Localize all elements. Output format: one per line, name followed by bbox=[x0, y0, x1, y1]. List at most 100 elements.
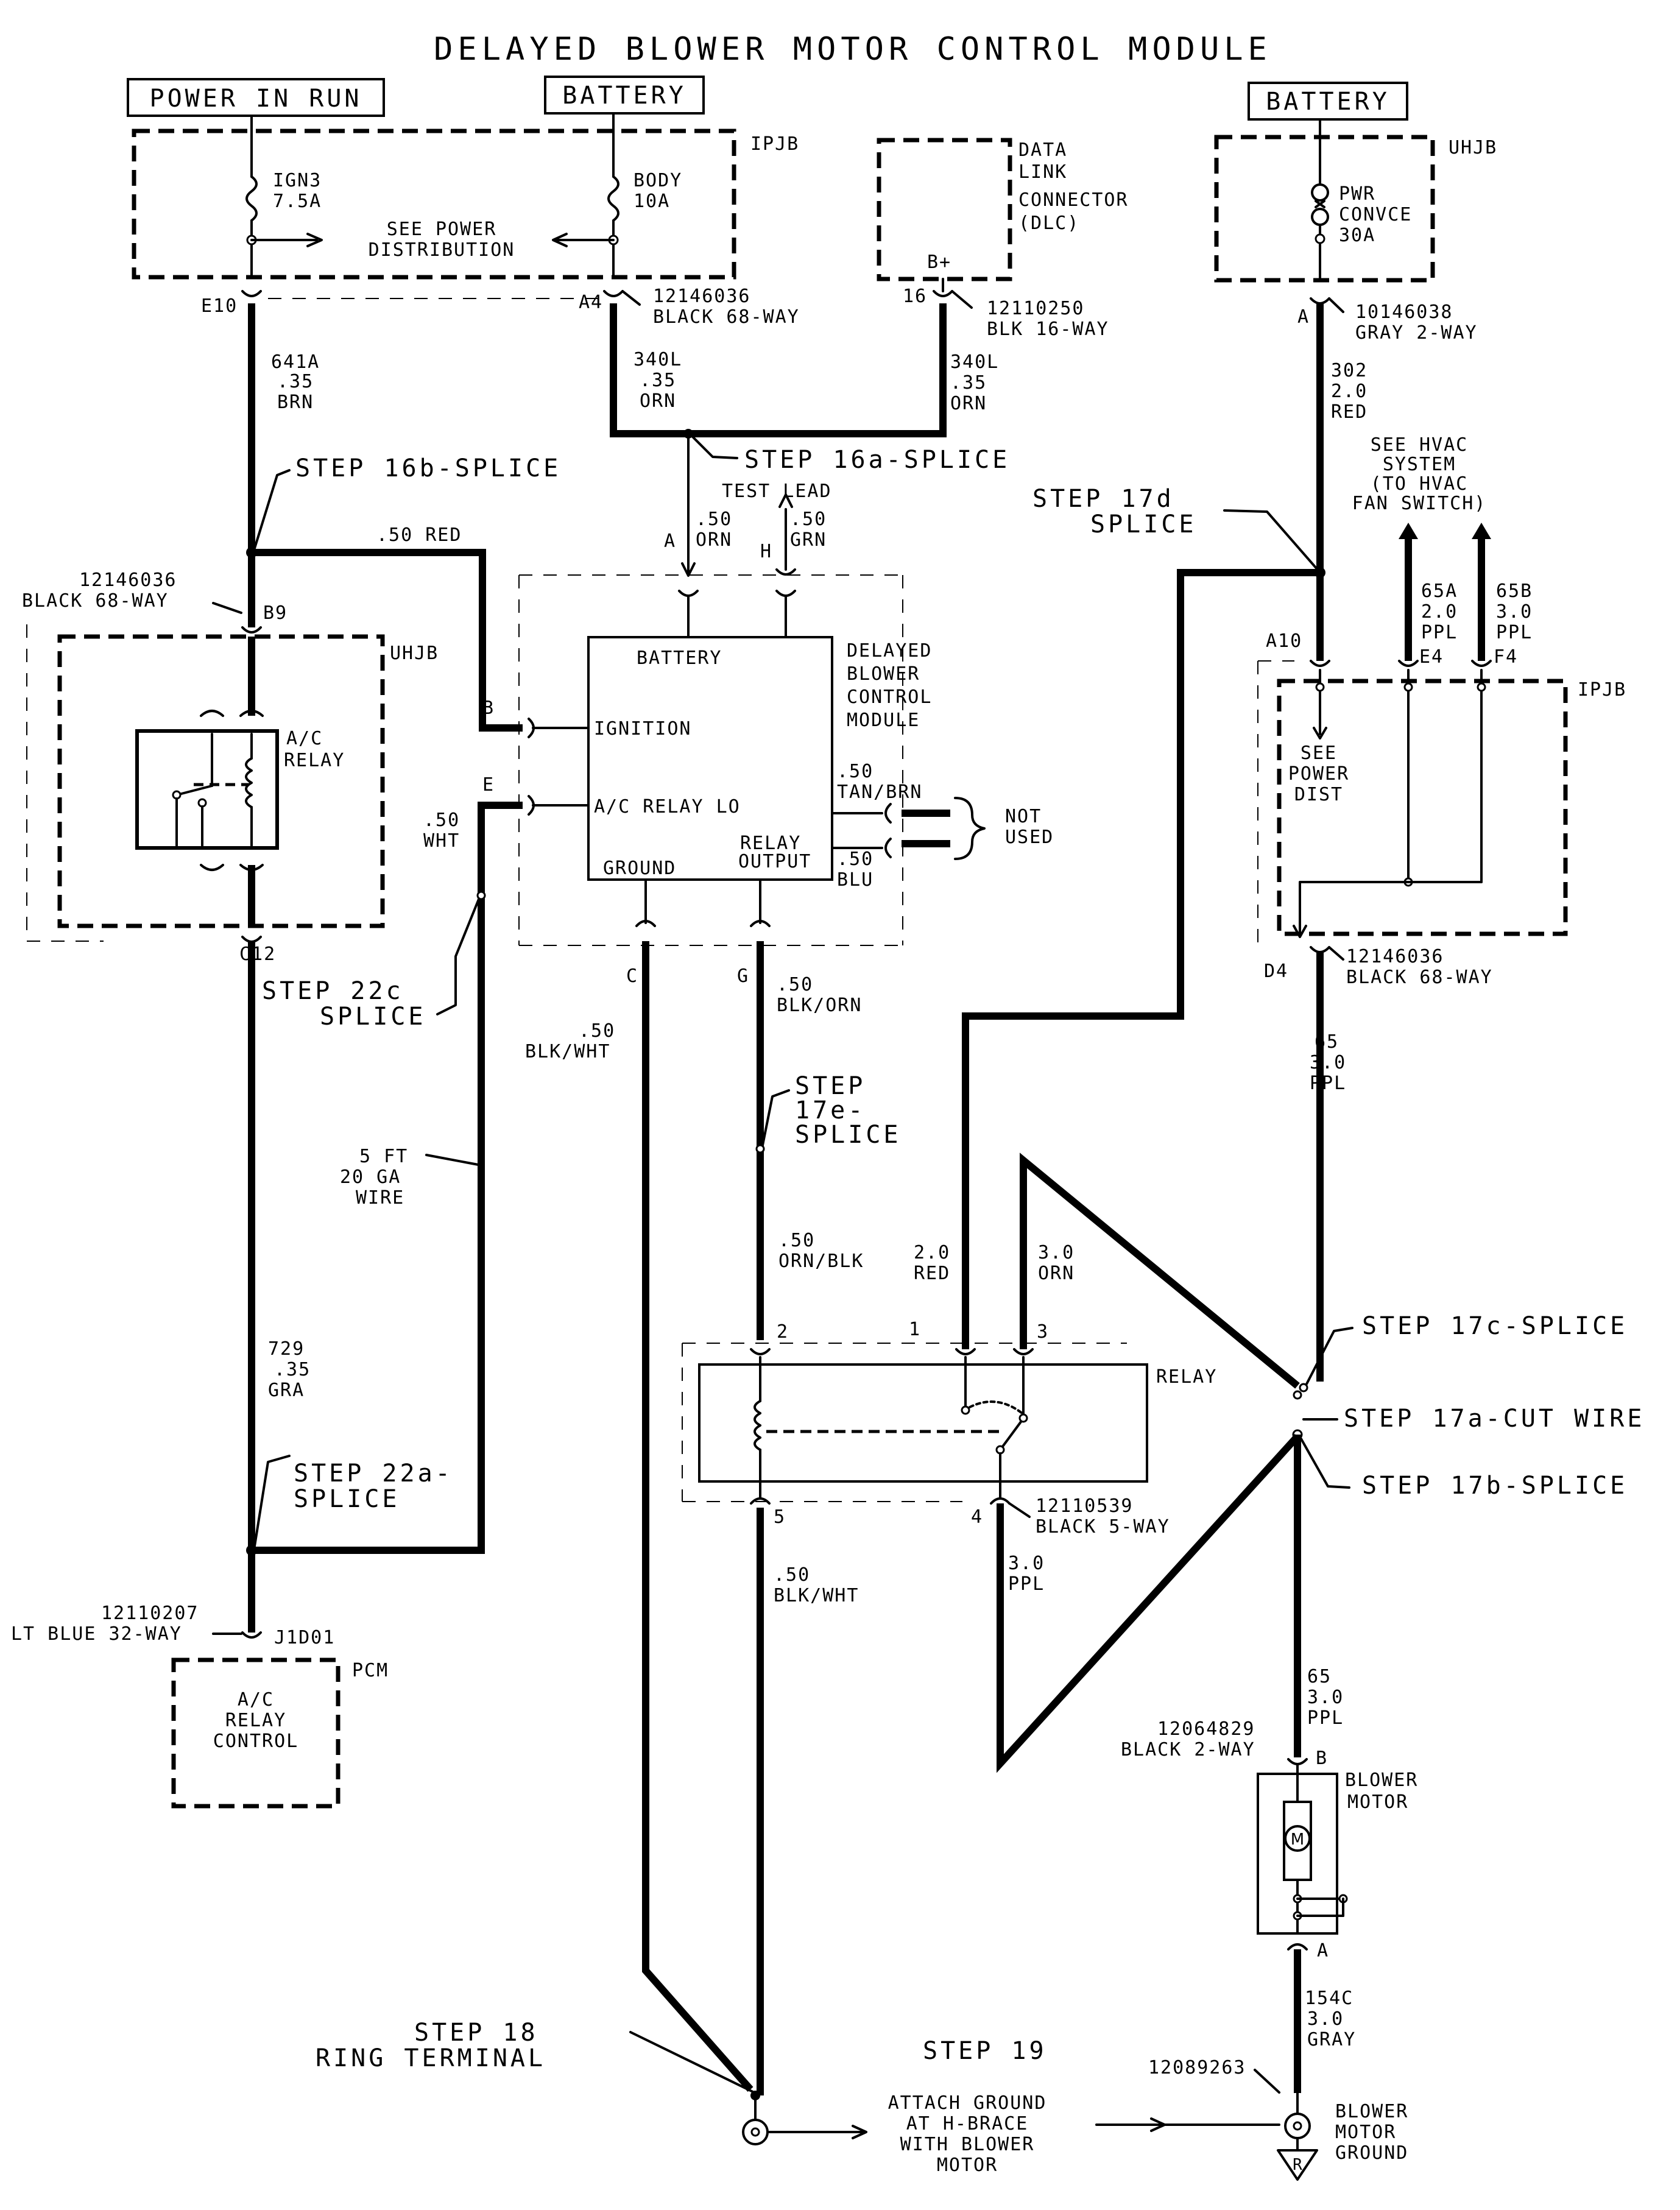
pwr-convce-fuse-lower bbox=[1311, 208, 1329, 226]
blu-1: .50 bbox=[837, 849, 874, 870]
module-battery: BATTERY bbox=[637, 648, 722, 669]
step16b-label: STEP 16b-SPLICE bbox=[295, 454, 561, 482]
w641a-3: BRN bbox=[277, 392, 314, 413]
orn50-2: ORN bbox=[696, 529, 732, 551]
relay-conn-part: 12110539 bbox=[1036, 1495, 1134, 1517]
e4-label: E4 bbox=[1419, 646, 1444, 668]
step22c-line2: SPLICE bbox=[320, 1003, 426, 1031]
arrow-right-icon bbox=[306, 233, 323, 247]
red20-2: RED bbox=[914, 1263, 950, 1284]
blu-2: BLU bbox=[837, 869, 874, 891]
step17e-line3: SPLICE bbox=[795, 1121, 902, 1149]
step18-line2: RING TERMINAL bbox=[316, 2044, 546, 2072]
relay-no-contact bbox=[1018, 1413, 1028, 1423]
w154c-1: 154C bbox=[1305, 1988, 1354, 2009]
w65-1: 65 bbox=[1315, 1031, 1339, 1053]
pcm-conn-desc: LT BLUE 32-WAY bbox=[11, 1623, 182, 1645]
dlc-line1: DATA bbox=[1018, 139, 1067, 161]
relay-contact-arc bbox=[969, 1400, 1023, 1414]
pwr-convce-fuse-icon bbox=[1311, 183, 1329, 202]
ac-relay-box bbox=[135, 729, 279, 850]
c12-terminal bbox=[241, 936, 262, 943]
splice-17e bbox=[755, 1144, 765, 1154]
uhjb-a-label: A bbox=[1297, 306, 1310, 328]
step16a-leader bbox=[691, 435, 738, 459]
blower-gnd-2: MOTOR bbox=[1335, 2122, 1396, 2143]
w154c-3: GRAY bbox=[1307, 2029, 1356, 2050]
wire-red-ignition bbox=[252, 549, 523, 732]
body-fuse-icon bbox=[607, 175, 619, 222]
relay-pin3-terminal bbox=[1013, 1348, 1034, 1355]
wht50-2: WHT bbox=[423, 830, 460, 852]
arrow-down-icon bbox=[681, 562, 696, 577]
power-in-run-label: POWER IN RUN bbox=[150, 85, 362, 113]
w340la-3: ORN bbox=[640, 390, 676, 412]
red20-1: 2.0 bbox=[914, 1242, 950, 1263]
w65l-2: 3.0 bbox=[1307, 1687, 1344, 1708]
step19-label: STEP 19 bbox=[923, 2037, 1047, 2065]
see-power-line1: SEE POWER bbox=[387, 219, 497, 240]
b9-desc: BLACK 68-WAY bbox=[22, 590, 169, 612]
a10-label: A10 bbox=[1266, 630, 1302, 652]
step17c-label: STEP 17c-SPLICE bbox=[1362, 1312, 1628, 1340]
wht50-1: .50 bbox=[423, 810, 460, 831]
orn30-2: ORN bbox=[1038, 1263, 1075, 1284]
wire-blk-wht-c bbox=[642, 941, 754, 2092]
relay-pin-2: 2 bbox=[777, 1321, 789, 1343]
b9-label: B9 bbox=[263, 602, 288, 624]
ground-symbol-icon bbox=[1277, 2149, 1318, 2181]
arrow-up-icon bbox=[1472, 523, 1491, 539]
c68-desc: BLACK 68-WAY bbox=[653, 306, 800, 328]
gray2-desc: GRAY 2-WAY bbox=[1355, 322, 1478, 344]
splice-22c bbox=[476, 891, 486, 900]
blower-a-label: A bbox=[1317, 1940, 1329, 1961]
step17a-label: STEP 17a-CUT WIRE bbox=[1344, 1405, 1645, 1433]
hvac-note-2: SYSTEM bbox=[1383, 454, 1456, 475]
motor-m-label: M bbox=[1291, 1830, 1304, 1849]
step17e-line2: 17e- bbox=[795, 1096, 866, 1124]
wire-ppl-zigzag bbox=[997, 1433, 1301, 1773]
ipjb-see-3: DIST bbox=[1294, 784, 1343, 805]
battery-left-label: BATTERY bbox=[562, 82, 686, 110]
tan-brn-terminal bbox=[884, 803, 892, 824]
body-fuse-name: BODY bbox=[634, 170, 682, 191]
w65b-2: 3.0 bbox=[1496, 601, 1533, 623]
step22a-line2: SPLICE bbox=[294, 1485, 400, 1513]
w65-3: PPL bbox=[1310, 1073, 1346, 1094]
relay-pin-5: 5 bbox=[774, 1506, 786, 1528]
ground-part-leader bbox=[1254, 2069, 1280, 2094]
step17d-line2: SPLICE bbox=[1090, 510, 1197, 538]
uhjb-mid-box bbox=[57, 634, 385, 928]
relay-pin-4: 4 bbox=[971, 1506, 983, 1528]
grn50-1: .50 bbox=[790, 509, 827, 530]
ipjb-top-label: IPJB bbox=[750, 133, 799, 155]
step16b-leader bbox=[253, 469, 291, 549]
relay-upper-terminal bbox=[239, 710, 264, 717]
b9-leader bbox=[212, 602, 242, 614]
relay-box bbox=[698, 1363, 1148, 1483]
w340la-1: 340L bbox=[634, 349, 682, 370]
dlc-line3: CONNECTOR bbox=[1018, 189, 1129, 211]
pcm-line2: RELAY bbox=[225, 1710, 286, 1731]
ring-terminal-center bbox=[750, 2127, 760, 2137]
blower-a-terminal bbox=[1287, 1943, 1308, 1951]
dlc-conn-desc: BLK 16-WAY bbox=[987, 319, 1109, 340]
arrow-down-icon bbox=[1293, 925, 1307, 938]
motor-m-icon bbox=[1284, 1825, 1311, 1852]
relay-coil-icon bbox=[754, 1400, 761, 1451]
relay-coil-icon bbox=[245, 757, 253, 808]
ac-relay-line1: A/C bbox=[286, 728, 323, 749]
dlc-line4: (DLC) bbox=[1018, 213, 1079, 234]
pwr-fuse-line3: 30A bbox=[1339, 225, 1375, 246]
w65b-1: 65B bbox=[1496, 581, 1533, 602]
pin-b-label: B bbox=[482, 697, 495, 719]
pcm-line3: CONTROL bbox=[213, 1731, 298, 1752]
pin-c-terminal bbox=[635, 920, 656, 927]
blk-wht5-2: BLK/WHT bbox=[774, 1585, 859, 1606]
w154c-2: 3.0 bbox=[1307, 2008, 1344, 2030]
blk-wht-c-2: BLK/WHT bbox=[525, 1041, 610, 1062]
five-ft-3: WIRE bbox=[356, 1187, 404, 1209]
module-relay-out-2: OUTPUT bbox=[738, 851, 811, 872]
orn50-1: .50 bbox=[696, 509, 732, 530]
